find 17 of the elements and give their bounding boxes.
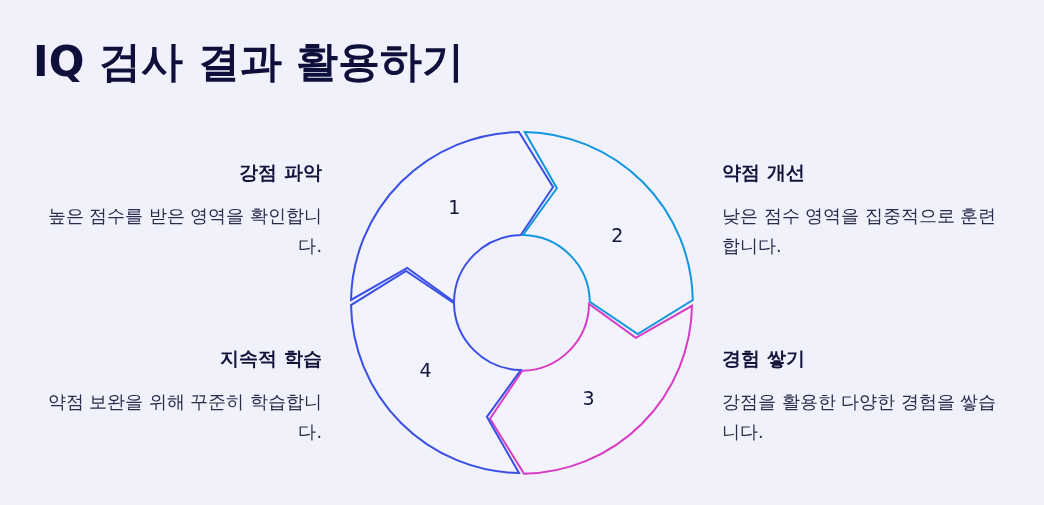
title: IQ 검사 결과 활용하기 <box>33 36 465 88</box>
step-heading: 지속적 학습 <box>219 346 322 371</box>
step-number: 2 <box>611 225 624 245</box>
step-number: 3 <box>582 388 595 408</box>
step-heading: 약점 개선 <box>722 160 806 185</box>
step-number: 1 <box>448 197 461 217</box>
cycle-segment <box>520 129 695 336</box>
step-heading: 강점 파악 <box>238 160 322 185</box>
step-number: 4 <box>419 360 432 380</box>
step-description: 낮은 점수 영역을 집중적으로 훈련합니다. <box>722 205 998 258</box>
step-description: 약점 보완을 위해 꾸준히 학습합니다. <box>46 391 322 444</box>
step-description: 강점을 활용한 다양한 경험을 쌓습니다. <box>722 391 998 444</box>
cycle-segment <box>488 301 695 476</box>
step-heading: 경험 쌓기 <box>722 346 806 371</box>
cycle-segment <box>348 269 523 476</box>
step-description: 높은 점수를 받은 영역을 확인합니다. <box>46 205 322 258</box>
cycle-segment <box>348 129 555 304</box>
